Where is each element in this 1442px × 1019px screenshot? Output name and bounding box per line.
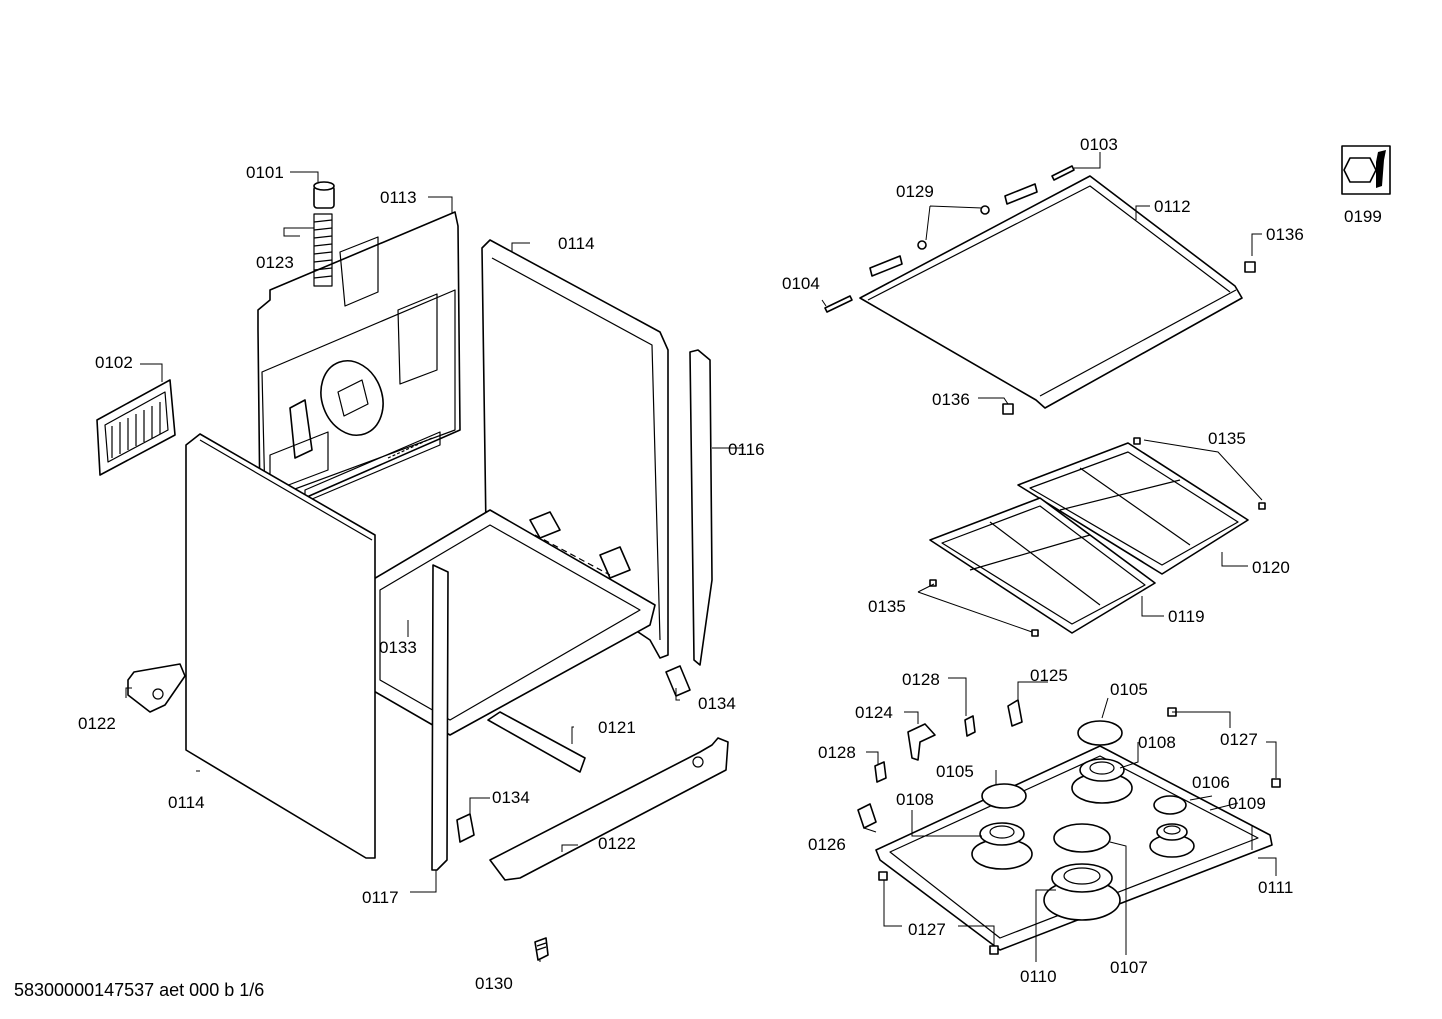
label-0123: 0123: [256, 253, 294, 272]
screw-part: [534, 937, 549, 961]
label-0136-bottom: 0136: [932, 390, 970, 409]
bottom-rail-right: [489, 737, 729, 881]
label-0101: 0101: [246, 163, 284, 182]
bracket-part-1: [964, 715, 976, 737]
pan-support-right: [1017, 442, 1249, 575]
callout-labels: 0101 0123 0113 0114 0102 0116 0133 0134 …: [78, 135, 1382, 993]
label-0128-bottom: 0128: [818, 743, 856, 762]
label-0105-top: 0105: [1110, 680, 1148, 699]
burner-large: [1043, 823, 1121, 921]
bracket-part-2: [874, 761, 887, 783]
label-0105-left: 0105: [936, 762, 974, 781]
label-0121: 0121: [598, 718, 636, 737]
front-strip: [431, 564, 449, 871]
bumper-2: [980, 205, 990, 215]
wrench-icon: [1341, 145, 1391, 195]
rubber-foot-2: [1258, 502, 1266, 510]
label-0128-top: 0128: [902, 670, 940, 689]
label-0110: 0110: [1020, 967, 1057, 986]
label-0120: 0120: [1252, 558, 1290, 577]
pad-2: [1002, 403, 1014, 415]
clip-part-2: [456, 813, 475, 843]
label-0108-left: 0108: [896, 790, 934, 809]
burner-medium-back: [1071, 720, 1133, 804]
label-0108-right: 0108: [1138, 733, 1176, 752]
label-0199: 0199: [1344, 207, 1382, 226]
side-panel-left: [185, 433, 376, 859]
label-0136-top: 0136: [1266, 225, 1304, 244]
side-strip: [689, 349, 713, 666]
hinge-screw-2: [1051, 165, 1075, 181]
pan-support-left: [929, 497, 1156, 634]
bracket-part-3: [1007, 699, 1023, 727]
duct-pipe: [313, 213, 333, 287]
label-0114-top: 0114: [558, 234, 595, 253]
label-0102: 0102: [95, 353, 133, 372]
vent-grille: [96, 379, 176, 476]
label-0112: 0112: [1154, 197, 1191, 216]
burner-medium-left: [971, 783, 1033, 870]
label-0117: 0117: [362, 888, 399, 907]
label-0107: 0107: [1110, 958, 1148, 977]
leader-lines: [125, 152, 1277, 962]
clip-part-1: [665, 665, 691, 697]
glass-lid: [859, 175, 1243, 409]
label-0133: 0133: [379, 638, 417, 657]
label-0124: 0124: [855, 703, 893, 722]
inner-rail: [487, 711, 586, 773]
clip-small-4: [989, 945, 999, 955]
label-0116: 0116: [728, 440, 765, 459]
back-panel: [257, 211, 461, 511]
label-0122-left: 0122: [78, 714, 116, 733]
bumper-1: [917, 240, 927, 250]
label-0113: 0113: [380, 188, 417, 207]
label-0134-bottom: 0134: [492, 788, 530, 807]
label-0106: 0106: [1192, 773, 1230, 792]
cap-part: [313, 181, 335, 209]
label-0109: 0109: [1228, 794, 1266, 813]
label-0129: 0129: [896, 182, 934, 201]
rubber-foot-3: [929, 579, 937, 587]
label-0127-bottom: 0127: [908, 920, 946, 939]
label-0114-bottom: 0114: [168, 793, 205, 812]
label-0134-top: 0134: [698, 694, 736, 713]
label-0135-top: 0135: [1208, 429, 1246, 448]
label-0111: 0111: [1258, 878, 1293, 897]
bracket-part-4: [857, 803, 877, 829]
rubber-foot-1: [1133, 437, 1141, 445]
document-code: 58300000147537 aet 000 b 1/6: [14, 980, 265, 1000]
label-0127-right: 0127: [1220, 730, 1258, 749]
bottom-rail-left: [127, 663, 186, 713]
clip-small-3: [878, 871, 888, 881]
label-0122-right: 0122: [598, 834, 636, 853]
clip-small-2: [1271, 778, 1281, 788]
pad-1: [1244, 261, 1256, 273]
label-0125: 0125: [1030, 666, 1068, 685]
label-0103: 0103: [1080, 135, 1118, 154]
label-0119: 0119: [1168, 607, 1205, 626]
ignition-part: [907, 723, 936, 761]
label-0135-bottom: 0135: [868, 597, 906, 616]
rubber-foot-4: [1031, 629, 1039, 637]
label-0104: 0104: [782, 274, 820, 293]
label-0126: 0126: [808, 835, 846, 854]
hinge-screw-1: [824, 295, 853, 313]
burner-small: [1149, 795, 1195, 858]
label-0130: 0130: [475, 974, 513, 993]
